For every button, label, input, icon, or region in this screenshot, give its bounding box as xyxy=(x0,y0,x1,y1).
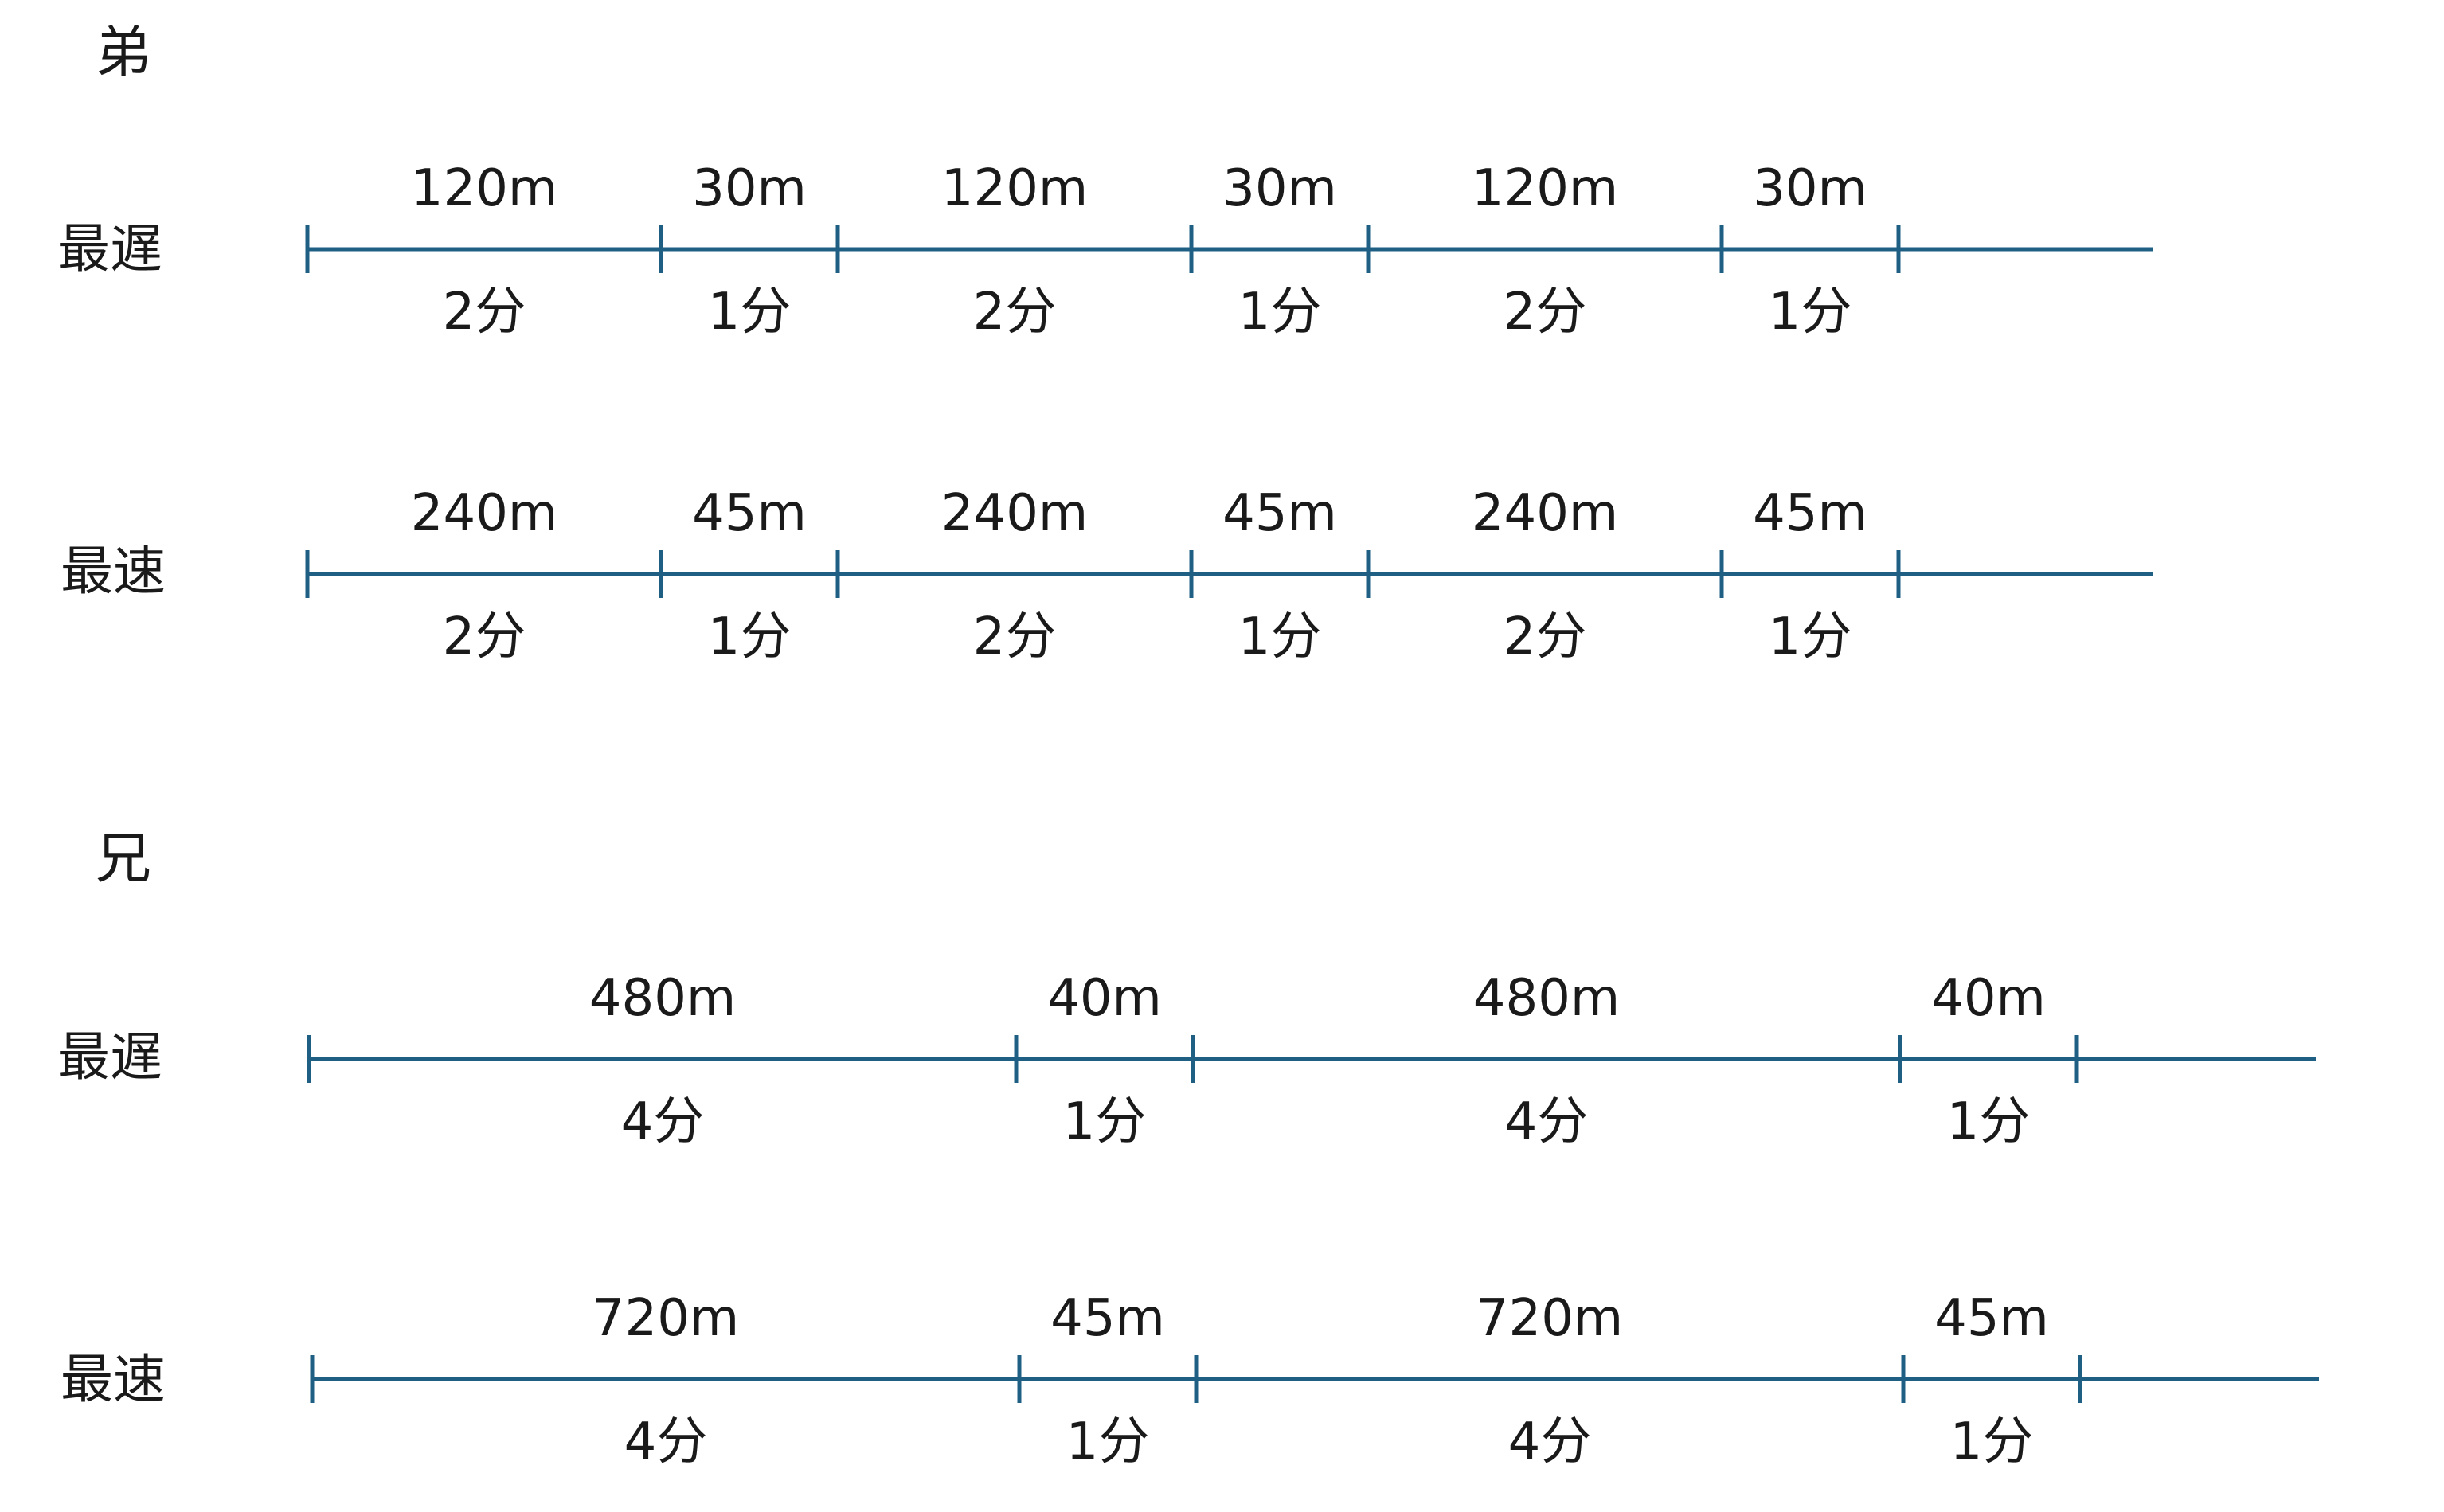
segment-time-0: 4分 xyxy=(624,1412,708,1471)
segment-time-5: 1分 xyxy=(1769,608,1852,666)
segment-time-0: 2分 xyxy=(443,608,526,666)
segment-time-2: 4分 xyxy=(1505,1092,1589,1151)
segment-distance-2: 720m xyxy=(1476,1289,1624,1348)
row-label-older-slowest: 最遅 xyxy=(57,1026,162,1088)
segment-distance-0: 720m xyxy=(592,1289,740,1348)
segment-distance-2: 120m xyxy=(941,159,1089,218)
segment-time-5: 1分 xyxy=(1769,283,1852,342)
segment-time-3: 1分 xyxy=(1238,608,1322,666)
timeline-older-fastest: 720m 4分 45m 1分 720m 4分 45m 1分 xyxy=(310,1289,2319,1471)
timeline-older-slowest: 480m 4分 40m 1分 480m 4分 40m 1分 xyxy=(307,969,2316,1151)
segment-distance-1: 45m xyxy=(1050,1289,1165,1348)
segment-distance-0: 120m xyxy=(411,159,558,218)
segment-time-2: 2分 xyxy=(973,283,1057,342)
group-title-older-brother: 兄 xyxy=(96,826,151,891)
timeline-younger-fastest: 240m 2分 45m 1分 240m 2分 45m 1分 240m 2分 45m 1分 xyxy=(305,484,2153,666)
segment-time-2: 4分 xyxy=(1508,1412,1592,1471)
segment-time-4: 2分 xyxy=(1504,608,1587,666)
segment-time-3: 1分 xyxy=(1947,1092,2031,1151)
group-title-younger-brother: 弟 xyxy=(96,20,151,85)
segment-time-2: 2分 xyxy=(973,608,1057,666)
segment-distance-3: 45m xyxy=(1934,1289,2049,1348)
segment-distance-3: 40m xyxy=(1931,969,2046,1028)
segment-distance-0: 240m xyxy=(411,484,558,543)
segment-distance-3: 30m xyxy=(1222,159,1337,218)
segment-time-0: 2分 xyxy=(443,283,526,342)
segment-time-1: 1分 xyxy=(708,608,792,666)
timeline-younger-slowest: 120m 2分 30m 1分 120m 2分 30m 1分 120m 2分 30m 1分 xyxy=(305,159,2153,342)
segment-distance-5: 30m xyxy=(1753,159,1867,218)
segment-time-1: 1分 xyxy=(1066,1412,1150,1471)
segment-time-3: 1分 xyxy=(1950,1412,2034,1471)
segment-distance-5: 45m xyxy=(1753,484,1867,543)
row-label-younger-slowest: 最遅 xyxy=(57,218,162,279)
segment-time-4: 2分 xyxy=(1504,283,1587,342)
segment-distance-4: 240m xyxy=(1472,484,1619,543)
segment-time-0: 4分 xyxy=(621,1092,705,1151)
segment-distance-2: 240m xyxy=(941,484,1089,543)
segment-distance-0: 480m xyxy=(589,969,737,1028)
segment-distance-1: 45m xyxy=(692,484,807,543)
segment-distance-2: 480m xyxy=(1473,969,1621,1028)
segment-time-1: 1分 xyxy=(708,283,792,342)
segment-time-3: 1分 xyxy=(1238,283,1322,342)
row-label-older-fastest: 最速 xyxy=(61,1349,166,1410)
segment-distance-1: 30m xyxy=(692,159,807,218)
segment-distance-4: 120m xyxy=(1472,159,1619,218)
segment-distance-1: 40m xyxy=(1047,969,1162,1028)
segment-time-1: 1分 xyxy=(1063,1092,1147,1151)
row-label-younger-fastest: 最速 xyxy=(61,541,166,602)
segment-distance-3: 45m xyxy=(1222,484,1337,543)
